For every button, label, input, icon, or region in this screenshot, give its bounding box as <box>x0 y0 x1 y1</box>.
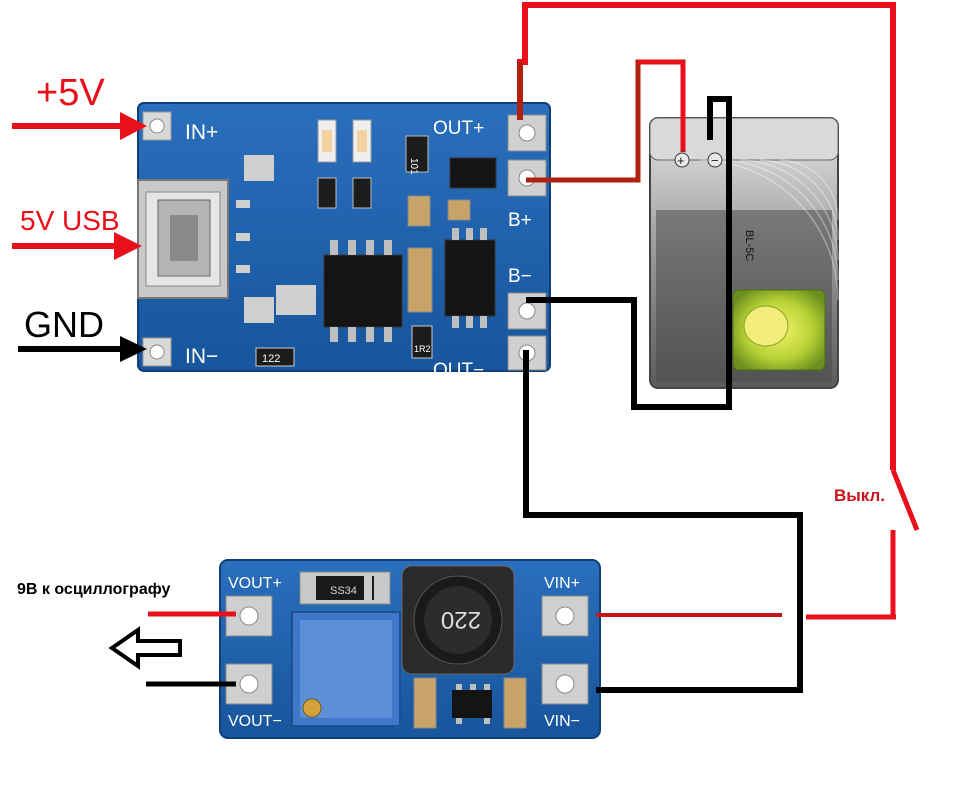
charger-board: 101 122 <box>137 102 551 381</box>
label-vout-minus: VOUT− <box>228 713 282 730</box>
boost-board: SS34 220 VOUT+ VOUT− VIN+ VIN− <box>219 559 601 739</box>
diode-ss34: SS34 <box>299 571 391 605</box>
label-in-plus: IN+ <box>185 121 218 144</box>
label-in-minus: IN− <box>185 345 218 368</box>
label-out-minus: OUT− <box>433 360 484 381</box>
gnd-arrow-icon <box>18 336 147 362</box>
label-plus-5v: +5V <box>36 72 105 114</box>
protection-ic <box>444 228 496 328</box>
label-5v-usb: 5V USB <box>20 205 120 236</box>
label-gnd: GND <box>24 304 104 345</box>
label-out-plus: OUT+ <box>433 118 484 139</box>
switch-lever <box>890 469 920 531</box>
label-vin-plus: VIN+ <box>544 575 580 592</box>
diode-code: SS34 <box>330 585 357 597</box>
label-switch-off: Выкл. <box>834 486 886 505</box>
usb-arrow-icon <box>12 232 142 260</box>
wire-out-minus-to-vin-minus <box>523 350 803 693</box>
label-122: 122 <box>262 353 280 365</box>
battery-model: BL-5C <box>743 230 755 261</box>
battery-plus-mark: + <box>677 153 685 168</box>
micro-usb-connector <box>137 179 229 299</box>
wire-b-minus-to-battery <box>526 96 732 410</box>
label-1r2: 1R2 <box>414 344 431 354</box>
label-101: 101 <box>408 158 419 175</box>
led-pair <box>317 119 372 163</box>
label-vout-plus: VOUT+ <box>228 575 282 592</box>
plus5v-arrow-icon <box>12 112 147 140</box>
inductor-value: 220 <box>441 606 481 633</box>
potentiometer <box>291 611 401 727</box>
label-b-plus: B+ <box>508 210 532 231</box>
battery: + − BL-5C <box>649 117 839 389</box>
charger-ic <box>323 240 403 342</box>
battery-minus-mark: − <box>711 153 719 168</box>
label-b-minus: B− <box>508 266 532 287</box>
inductor: 220 <box>401 565 515 675</box>
output-arrow-icon <box>108 626 182 670</box>
label-output-9v: 9В к осциллографу <box>17 581 171 598</box>
label-vin-minus: VIN− <box>544 713 580 730</box>
